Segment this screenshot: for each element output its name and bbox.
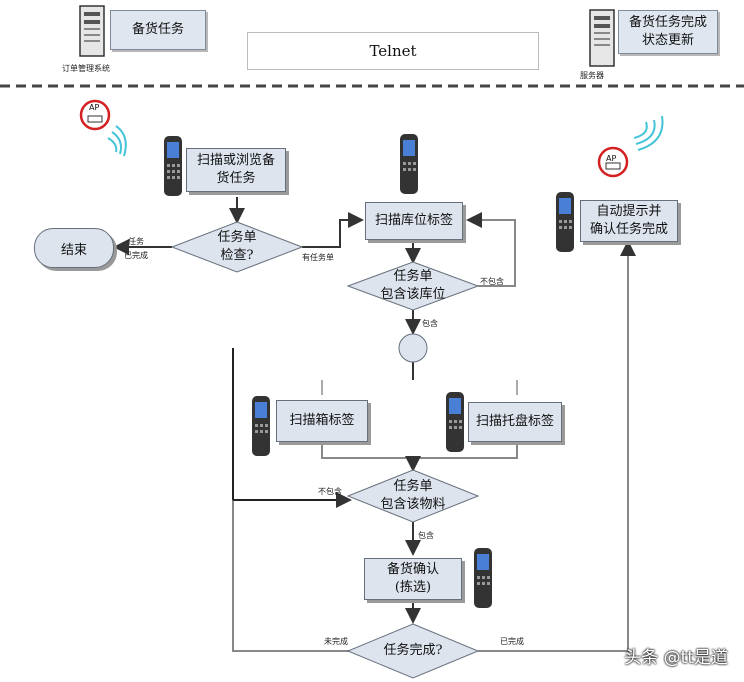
edge-label-loc-no: 不包含 (480, 277, 504, 286)
task-check-line2: 检查? (220, 248, 254, 263)
task-done-text: 任务完成? (383, 643, 443, 658)
scan-browse-line2: 货任务 (216, 171, 256, 186)
watermark: 头条 @tt是道 (624, 648, 728, 668)
handheld-scanner-icon (556, 192, 574, 252)
right-doc-line2: 状态更新 (641, 33, 694, 48)
ap-label-right: AP (606, 154, 617, 163)
edge-label-done-no: 未完成 (324, 637, 348, 646)
end-label: 结束 (60, 242, 87, 258)
auto-prompt-line2: 确认任务完成 (589, 222, 668, 237)
right-doc-box: 备货任务完成 状态更新 (618, 10, 718, 54)
handheld-scanner-icon (474, 548, 492, 608)
scan-location-label: 扫描库位标签 (374, 213, 453, 228)
handheld-scanner-icon (164, 136, 182, 196)
edge-label-done-yes: 已完成 (500, 637, 524, 646)
edge-label-end-1: 任务 (128, 237, 144, 246)
telnet-box: Telnet (247, 32, 539, 70)
contains-material-line2: 包含该物料 (380, 497, 446, 512)
server-icon (79, 5, 105, 57)
scan-pallet-box: 扫描托盘标签 (468, 402, 562, 442)
scan-location-box: 扫描库位标签 (365, 202, 463, 240)
confirm-pick-box: 备货确认 (拣选) (364, 558, 462, 600)
right-server-caption: 服务器 (580, 71, 604, 80)
contains-material-line1: 任务单 (393, 479, 433, 494)
connector-circle (398, 333, 428, 363)
contains-location-line2: 包含该库位 (380, 287, 446, 302)
edge-label-mat-yes: 包含 (418, 531, 434, 540)
server-icon-right (589, 9, 615, 67)
ap-label-left: AP (89, 103, 100, 112)
access-point-icon (79, 99, 127, 157)
telnet-label: Telnet (369, 42, 417, 60)
edge-label-mat-no: 不包含 (318, 487, 342, 496)
task-done-diamond (346, 623, 480, 679)
task-check-text: 任务单 检查? (187, 229, 287, 265)
left-doc-text: 备货任务 (131, 22, 184, 37)
handheld-scanner-icon (400, 134, 418, 194)
end-terminator: 结束 (34, 228, 114, 268)
contains-material-text: 任务单 包含该物料 (363, 478, 463, 514)
confirm-line1: 备货确认 (386, 562, 439, 577)
handheld-scanner-icon (252, 396, 270, 456)
contains-location-text: 任务单 包含该库位 (363, 268, 463, 304)
edge-label-check-right: 有任务单 (302, 253, 334, 262)
contains-location-line1: 任务单 (393, 269, 433, 284)
scan-pallet-label: 扫描托盘标签 (475, 414, 554, 429)
scan-box-label-box: 扫描箱标签 (276, 400, 368, 442)
edge-label-end-2: 已完成 (124, 251, 148, 260)
left-doc-box: 备货任务 (110, 10, 206, 50)
confirm-line2: (拣选) (394, 580, 432, 595)
left-server-caption: 订单管理系统 (62, 64, 110, 73)
access-point-icon-right (597, 115, 664, 178)
contains-location-diamond (346, 261, 480, 311)
auto-prompt-box: 自动提示并 确认任务完成 (580, 200, 678, 242)
handheld-scanner-icon (446, 392, 464, 452)
auto-prompt-line1: 自动提示并 (596, 204, 662, 219)
scan-box-label: 扫描箱标签 (289, 413, 355, 428)
scan-browse-line1: 扫描或浏览备 (196, 153, 275, 168)
right-doc-line1: 备货任务完成 (628, 15, 707, 30)
edge-label-loc-yes: 包含 (422, 319, 438, 328)
task-check-line1: 任务单 (217, 230, 257, 245)
task-check-diamond (170, 221, 304, 273)
contains-material-diamond (346, 469, 480, 523)
scan-browse-task-box: 扫描或浏览备 货任务 (186, 148, 286, 192)
